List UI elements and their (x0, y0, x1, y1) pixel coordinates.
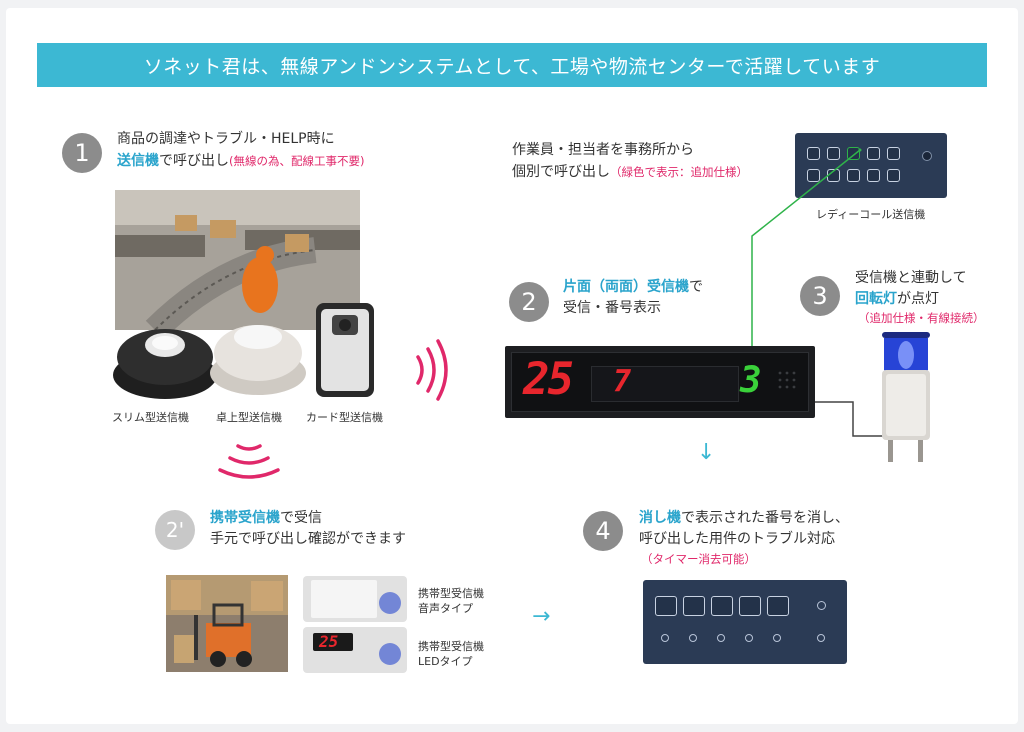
warehouse-photo (166, 575, 288, 672)
eraser-small-button-5 (773, 634, 781, 642)
erase-button-1 (655, 596, 677, 616)
display-middle-number: 7 (613, 364, 632, 399)
down-arrow-icon: ↓ (697, 440, 716, 465)
call-button-3 (847, 147, 860, 160)
step-2-badge: 2 (509, 282, 549, 322)
step-1-line1: 商品の調達やトラブル・HELP時に (117, 131, 335, 147)
call-button-1 (807, 147, 820, 160)
call-button-5 (887, 147, 900, 160)
step-4-line1-rest: で表示された番号を消し、 (681, 510, 849, 526)
step-4-line1: 消し機で表示された番号を消し、 (639, 508, 849, 529)
caption-slim-transmitter: スリム型送信機 (112, 411, 189, 424)
power-indicator (922, 151, 932, 161)
eraser-indicator (817, 601, 826, 610)
eraser-small-button-4 (745, 634, 753, 642)
step-3-badge: 3 (800, 276, 840, 316)
audio-receiver-button (379, 592, 401, 614)
wire-to-light (815, 401, 887, 437)
step-2b-badge: 2' (155, 510, 195, 550)
audio-receiver-caption-2: 音声タイプ (418, 602, 473, 615)
step-4-badge: 4 (583, 511, 623, 551)
step-2b-line1-rest: で受信 (280, 510, 322, 526)
receiver-label: 片面（両面）受信機 (563, 279, 689, 295)
erase-button-3 (711, 596, 733, 616)
portable-receiver-audio (303, 576, 407, 622)
step-4-note: （タイマー消去可能） (641, 552, 756, 566)
erase-button-5 (767, 596, 789, 616)
step-3-line1: 受信機と連動して (855, 270, 967, 286)
green-connection-line (751, 148, 862, 360)
led-receiver-button (379, 643, 401, 665)
audio-receiver-caption-1: 携帯型受信機 (418, 587, 484, 600)
erase-button-2 (683, 596, 705, 616)
call-button-2 (827, 147, 840, 160)
eraser-panel (643, 580, 847, 664)
eraser-label: 消し機 (639, 510, 681, 526)
rotating-light-label: 回転灯 (855, 291, 897, 307)
office-note: （緑色で表示：追加仕様） (610, 165, 748, 179)
step-3-line2-rest: が点灯 (897, 291, 939, 307)
display-right-number: 3 (740, 360, 762, 401)
portable-receiver-led: 25 (303, 627, 407, 673)
office-line1: 作業員・担当者を事務所から (512, 142, 694, 158)
call-button-6 (807, 169, 820, 182)
page-banner: ソネット君は、無線アンドンシステムとして、工場や物流センターで活躍しています (37, 43, 987, 87)
step-3-line2: 回転灯が点灯 (855, 289, 939, 310)
led-value: 25 (319, 632, 339, 651)
step-1-line2: 送信機で呼び出し(無線の為、配線工事不要) (117, 151, 364, 172)
eraser-small-button-6 (817, 634, 825, 642)
step-2-line1-rest: で (689, 279, 703, 295)
eraser-small-button-2 (689, 634, 697, 642)
step-1-badge: 1 (62, 133, 102, 173)
display-left-number: 25 (523, 354, 574, 405)
speaker-grille (778, 371, 796, 389)
rotating-light-icon (882, 332, 930, 462)
right-arrow-icon: → (532, 604, 551, 629)
step-2b-line1: 携帯受信機で受信 (210, 508, 322, 529)
forklift-image (166, 575, 288, 672)
transmitter-devices (113, 303, 374, 399)
eraser-small-button-3 (717, 634, 725, 642)
caption-card-transmitter: カード型送信機 (306, 411, 383, 424)
led-screen (313, 633, 353, 651)
portable-receiver-label: 携帯受信機 (210, 510, 280, 526)
receiver-display-panel: 25 7 3 (505, 346, 815, 418)
step-2b-line2: 手元で呼び出し確認ができます (210, 531, 406, 547)
led-receiver-caption-1: 携帯型受信機 (418, 640, 484, 653)
erase-button-4 (739, 596, 761, 616)
step-1-note: (無線の為、配線工事不要) (229, 154, 365, 168)
step-4-line2: 呼び出した用件のトラブル対応 (639, 531, 835, 547)
ready-call-caption: レディーコール送信機 (816, 208, 926, 221)
caption-desktop-transmitter: 卓上型送信機 (216, 411, 282, 424)
audio-receiver-label-area (311, 580, 377, 618)
eraser-small-button-1 (661, 634, 669, 642)
step-3-note: （追加仕様・有線接続） (858, 311, 985, 325)
transmitter-label: 送信機 (117, 153, 159, 169)
call-button-8 (847, 169, 860, 182)
radio-wave-right-icon (416, 339, 448, 401)
ready-call-transmitter-panel (795, 133, 947, 198)
office-line2-text: 個別で呼び出し (512, 164, 610, 180)
call-button-10 (887, 169, 900, 182)
step-2-line1: 片面（両面）受信機で (563, 277, 703, 298)
radio-wave-down-icon (218, 444, 280, 479)
step-2-line2: 受信・番号表示 (563, 300, 661, 316)
display-middle-area (591, 366, 739, 402)
step-1-line2-rest: で呼び出し (159, 153, 229, 169)
office-line2: 個別で呼び出し（緑色で表示：追加仕様） (512, 162, 748, 183)
factory-photo (115, 190, 360, 330)
call-button-4 (867, 147, 880, 160)
call-button-9 (867, 169, 880, 182)
led-receiver-caption-2: LEDタイプ (418, 655, 473, 668)
